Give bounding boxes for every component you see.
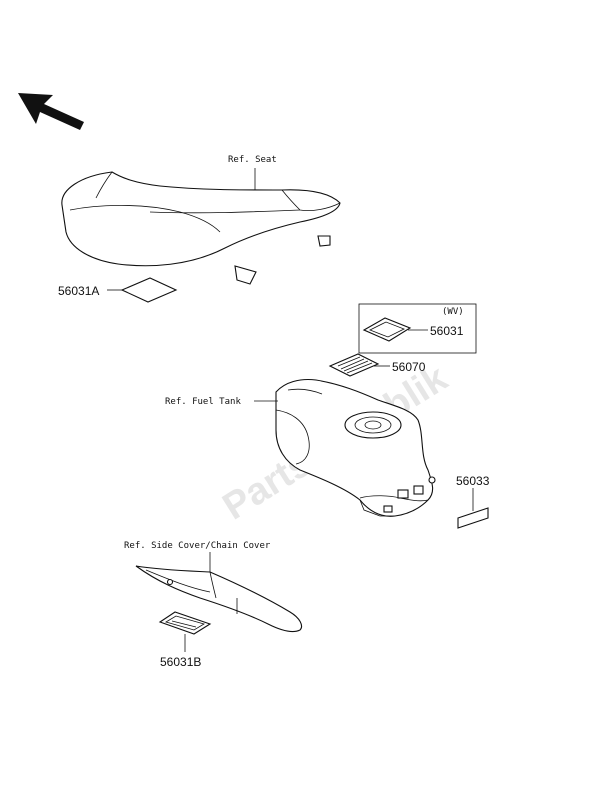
part-number-56031: 56031 bbox=[430, 324, 464, 338]
ref-seat-label: Ref. Seat bbox=[228, 155, 277, 165]
label-56031B-shape bbox=[158, 611, 212, 635]
label-56031-shape bbox=[362, 317, 412, 342]
seat-drawing bbox=[61, 171, 341, 285]
part-number-56031B: 56031B bbox=[160, 655, 201, 669]
part-number-56070: 56070 bbox=[392, 360, 426, 374]
label-56031A-shape bbox=[120, 277, 178, 303]
ref-fuel-tank-label: Ref. Fuel Tank bbox=[165, 397, 241, 407]
part-number-56033: 56033 bbox=[456, 474, 490, 488]
direction-arrow-icon bbox=[18, 93, 84, 130]
ref-side-cover-label: Ref. Side Cover/Chain Cover bbox=[124, 541, 271, 551]
label-56033-shape bbox=[457, 507, 489, 529]
variant-box bbox=[358, 303, 477, 354]
label-56070-shape bbox=[328, 353, 380, 377]
part-number-56031A: 56031A bbox=[58, 284, 99, 298]
label-56031-inner bbox=[369, 321, 405, 338]
variant-label: (WV) bbox=[442, 307, 464, 317]
fuel-tank-drawing bbox=[275, 378, 436, 517]
